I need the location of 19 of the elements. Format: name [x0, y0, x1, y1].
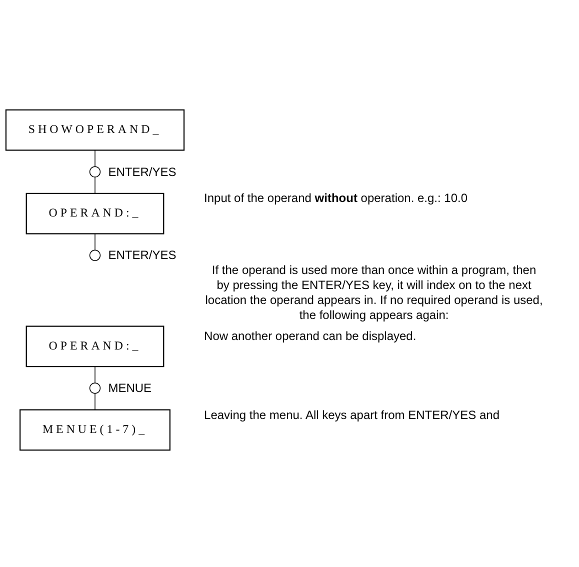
node-box: OPERAND:_	[26, 192, 164, 234]
connector	[94, 393, 96, 410]
node-box: MENUE(1-7)_	[20, 409, 170, 451]
key-label: ENTER/YES	[108, 164, 176, 180]
description-note: Leaving the menu. All keys apart from ENTER/YES and	[204, 408, 501, 423]
key-label: MENUE	[108, 380, 152, 396]
connector	[94, 366, 96, 384]
connector	[94, 150, 96, 167]
node-box: SHOWOPERAND_	[5, 109, 185, 151]
connector	[94, 176, 96, 194]
node-circle	[89, 166, 101, 178]
node-circle	[89, 382, 101, 394]
key-label: ENTER/YES	[108, 248, 176, 264]
node-circle	[89, 250, 101, 261]
description-note: Now another operand can be displayed.	[204, 329, 418, 344]
note-text: If the operand is used more than once within a program, then by pressing the ENTER/YES key, it will index on to the next location the operand appears in. If no required operand is used, the following appears again:	[204, 263, 544, 324]
connector	[94, 233, 96, 251]
node-box: OPERAND:_	[26, 326, 164, 368]
description-note: Input of the operand without operation. e.g.: 10.0	[204, 191, 469, 206]
